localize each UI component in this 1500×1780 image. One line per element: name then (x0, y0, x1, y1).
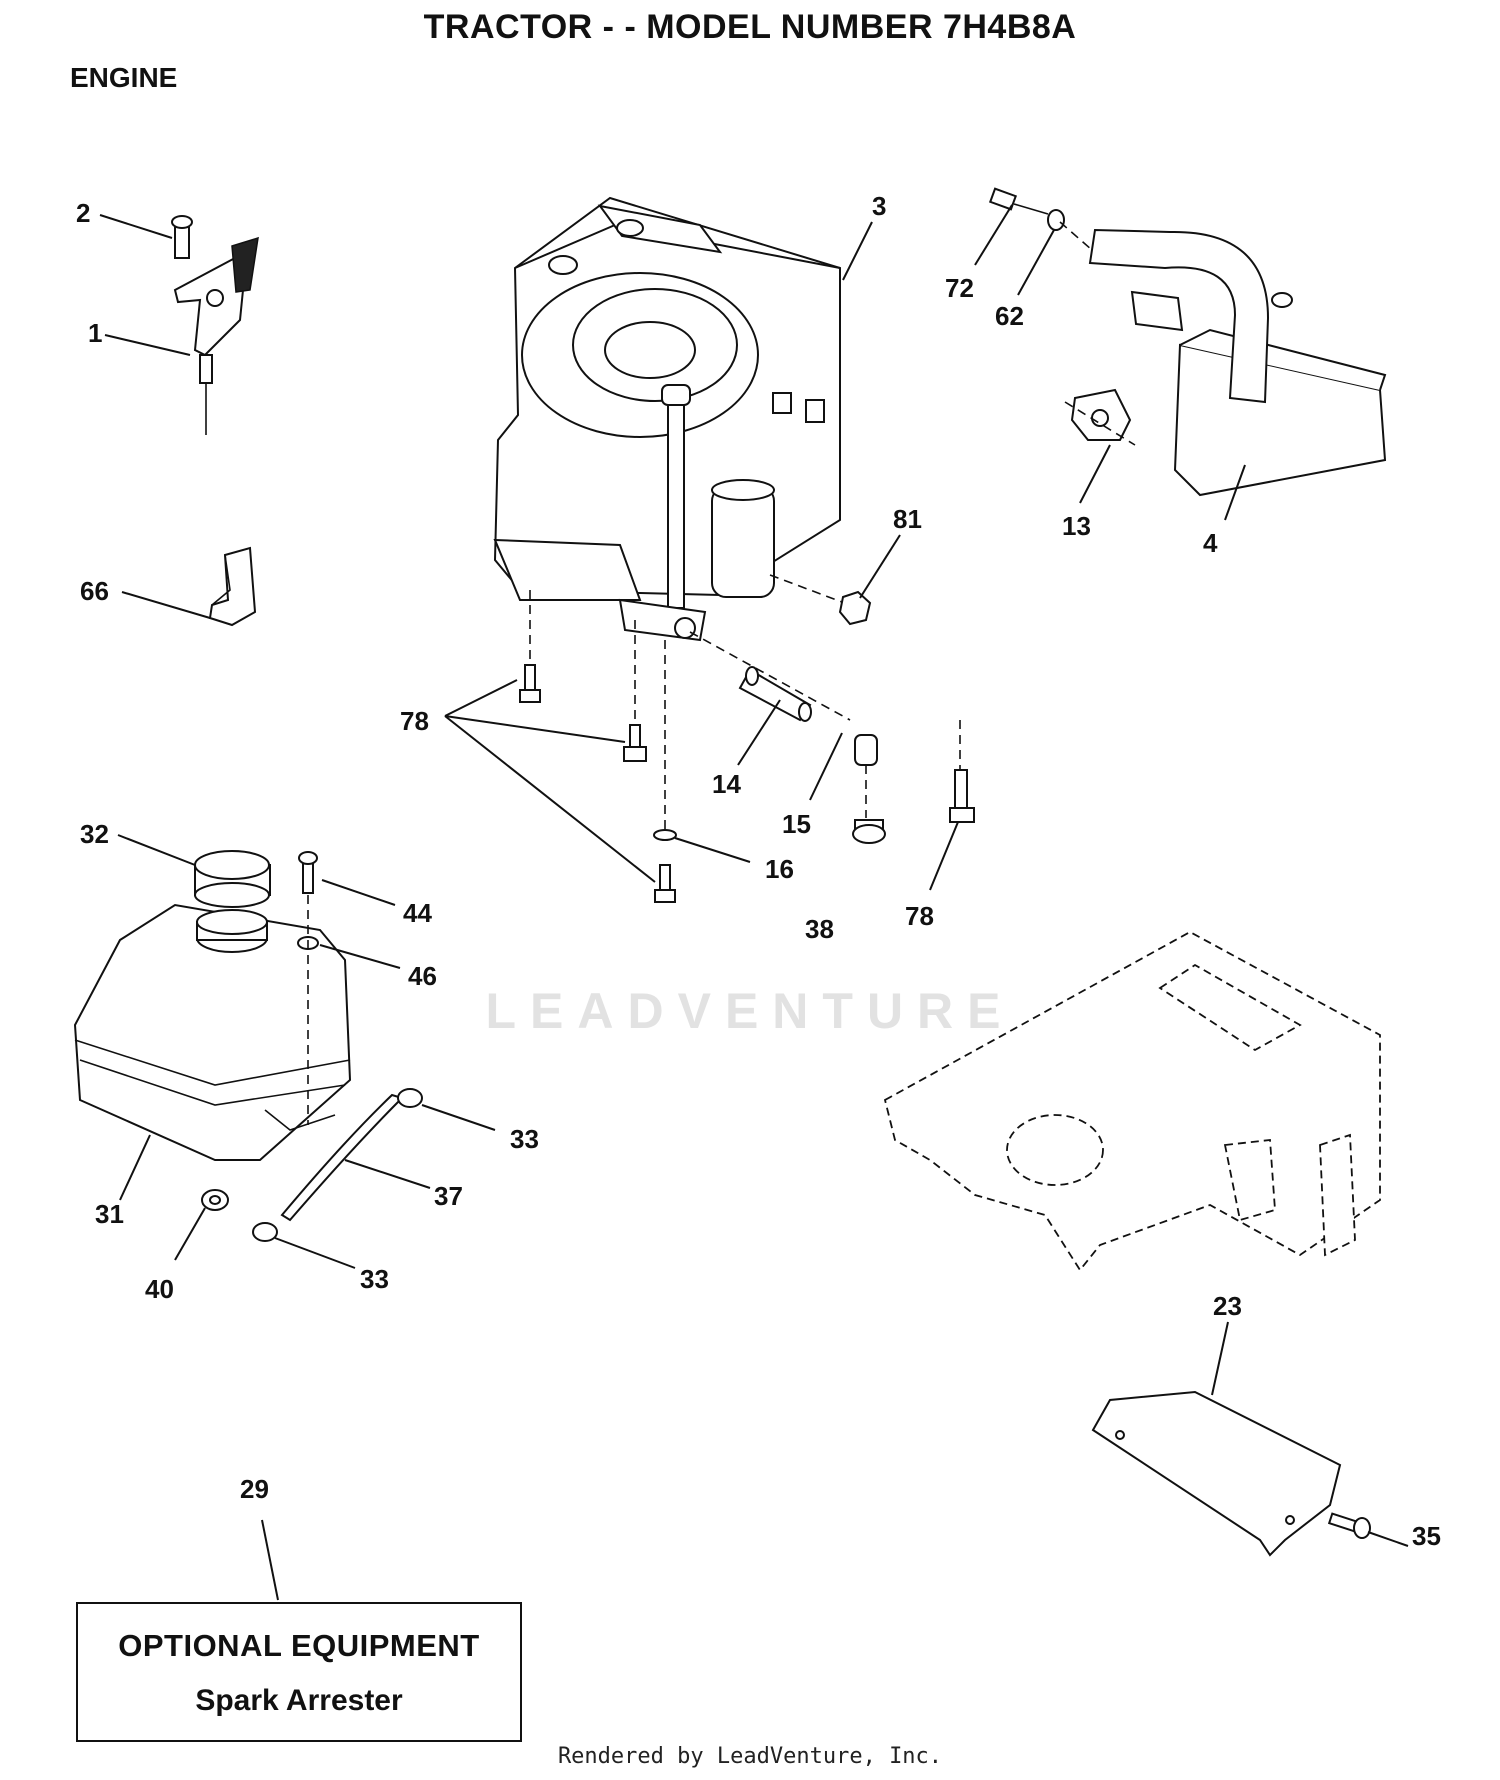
fuel-cap[interactable] (194, 850, 271, 908)
callout-14: 14 (712, 769, 741, 799)
callout-78: 78 (905, 901, 934, 931)
muffler-assembly[interactable] (1088, 228, 1387, 497)
callout-62: 62 (995, 301, 1024, 331)
drain-extension[interactable] (738, 666, 812, 722)
callout-2: 2 (76, 198, 90, 228)
heat-shield[interactable] (1091, 1390, 1342, 1557)
callout-32: 32 (80, 819, 109, 849)
washer[interactable] (653, 829, 677, 841)
optional-equipment-title: OPTIONAL EQUIPMENT (118, 1628, 480, 1663)
drain-plug[interactable] (852, 819, 886, 844)
bracket-part[interactable] (208, 546, 257, 627)
mount-bolt-1[interactable] (519, 664, 541, 703)
mount-bolt-4[interactable] (949, 769, 975, 823)
hose-clamp-2[interactable] (252, 1222, 278, 1242)
callout-66: 66 (80, 576, 109, 606)
hex-nut[interactable] (838, 590, 872, 626)
footer-credit: Rendered by LeadVenture, Inc. (557, 1744, 943, 1769)
mount-bolt-2[interactable] (623, 724, 647, 762)
callout-38: 38 (805, 914, 834, 944)
callout-15: 15 (782, 809, 811, 839)
shield-screw[interactable] (1327, 1512, 1371, 1539)
fuel-line[interactable] (280, 1093, 404, 1222)
callout-44: 44 (403, 898, 432, 928)
engine-assembly[interactable] (493, 196, 841, 642)
page-title: TRACTOR - - MODEL NUMBER 7H4B8A (423, 8, 1077, 46)
mount-bolt-3[interactable] (654, 864, 676, 903)
section-heading: ENGINE (70, 62, 178, 93)
callout-13: 13 (1062, 511, 1091, 541)
hose-clamp-1[interactable] (397, 1088, 423, 1108)
optional-equipment-box: OPTIONAL EQUIPMENT Spark Arrester (76, 1602, 522, 1742)
callout-78: 78 (400, 706, 429, 736)
spark-arrester-label: Spark Arrester (195, 1684, 403, 1717)
throttle-control[interactable] (171, 215, 259, 435)
callout-3: 3 (872, 191, 886, 221)
fuel-tank[interactable] (73, 903, 352, 1161)
tractor-frame (883, 930, 1381, 1272)
callout-1: 1 (88, 318, 102, 348)
callout-31: 31 (95, 1199, 124, 1229)
tank-screw[interactable] (298, 851, 318, 894)
callout-35: 35 (1412, 1521, 1441, 1551)
drain-elbow[interactable] (854, 734, 878, 766)
watermark-text: LEADVENTURE (485, 983, 1015, 1039)
callout-81: 81 (893, 504, 922, 534)
callout-16: 16 (765, 854, 794, 884)
callout-40: 40 (145, 1274, 174, 1304)
callout-37: 37 (434, 1181, 463, 1211)
grommet[interactable] (201, 1189, 229, 1211)
callout-29: 29 (240, 1474, 269, 1504)
callout-33: 33 (360, 1264, 389, 1294)
callout-23: 23 (1213, 1291, 1242, 1321)
callout-33: 33 (510, 1124, 539, 1154)
muffler-bolt[interactable] (988, 187, 1049, 215)
callout-72: 72 (945, 273, 974, 303)
lock-washer[interactable] (1047, 209, 1065, 231)
callout-4: 4 (1203, 528, 1218, 558)
callout-46: 46 (408, 961, 437, 991)
